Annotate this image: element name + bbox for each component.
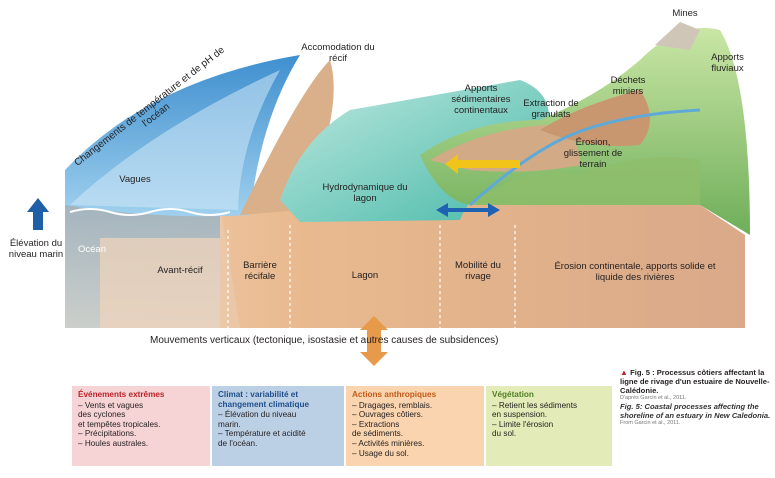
list-item: – Ouvrages côtiers. [352,410,423,420]
list-item: – Limite l'érosion du sol. [492,419,554,439]
box-title: Végétation [492,390,534,399]
list-item: – Activités minières. [352,438,425,448]
box-evenements: Événements extrêmes – Vents et vagues de… [72,386,210,466]
box-actions: Actions anthropiques – Dragages, remblai… [346,386,484,466]
box-title: Actions anthropiques [352,390,437,399]
box-vegetation: Végétation – Retient les sédiments en su… [486,386,612,466]
list-item: – Retient les sédiments en suspension. [492,400,578,420]
figure-caption: ▲ Fig. 5 : Processus côtiers affectant l… [620,368,772,427]
list-item: – Précipitations. [78,429,137,439]
list-item: – Houles australes. [78,438,149,448]
list-item: – Extractions de sédiments. [352,419,403,439]
label-dechets: Déchets miniers [610,75,646,97]
label-mines: Mines [672,8,698,19]
caption-source: From Garcin et al., 2011. [620,420,681,426]
sediment-arrow [445,154,520,174]
river [468,108,701,207]
label-mobilite: Mobilité du rivage [455,260,501,282]
label-erosion-glissement: Érosion, glissement de terrain [563,137,623,170]
label-accomodation: Accomodation du récif [301,42,375,64]
caption-fr: Fig. 5 : Processus côtiers affectant la … [620,368,770,395]
label-vagues: Vagues [119,174,151,185]
box-title: Événements extrêmes [78,390,165,399]
label-extraction: Extraction de granulats [523,98,579,120]
list-item: – Usage du sol. [352,448,409,458]
label-elevation: Élévation du niveau marin [8,238,64,260]
label-apports-sed: Apports sédimentaires continentaux [451,83,511,116]
label-barriere: Barrière récifale [243,260,277,282]
label-apports-fluviaux: Apports fluviaux [711,52,744,74]
list-item: – Température et acidité de l'océan. [218,429,306,448]
vertical-movement-arrow [360,316,388,366]
label-avant-recif: Avant-récif [157,265,203,276]
label-erosion-cont: Érosion continentale, apports solide et … [554,261,716,283]
label-hydrodynamique: Hydrodynamique du lagon [322,182,408,204]
list-item: – Vents et vagues des cyclones et tempêt… [78,400,161,429]
sea-level-arrow [27,198,49,230]
mine-summit [655,22,700,50]
box-climat: Climat : variabilité et changement clima… [212,386,344,466]
list-item: – Dragages, remblais. [352,400,433,410]
caption-en: Fig. 5: Coastal processes affecting the … [620,402,771,420]
label-ocean: Océan [78,244,106,255]
label-mouvements: Mouvements verticaux (tectonique, isosta… [150,335,499,346]
box-title: Climat : variabilité et changement clima… [218,390,309,409]
caption-source: D'après Garcin et al., 2011. [620,395,687,401]
label-lagon: Lagon [351,270,379,281]
shoreline-arrow [436,203,500,217]
list-item: – Élévation du niveau marin. [218,410,297,429]
triangle-icon: ▲ [620,368,631,377]
